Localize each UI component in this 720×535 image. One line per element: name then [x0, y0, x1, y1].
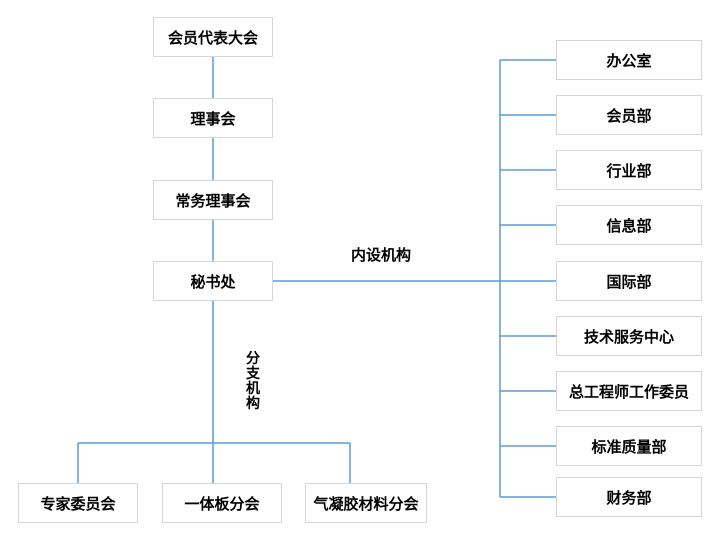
node-chief-engineer-committee: 总工程师工作委员 [556, 371, 702, 411]
node-finance-dept: 财务部 [556, 477, 702, 517]
node-industry-dept: 行业部 [556, 150, 702, 190]
node-international-dept: 国际部 [556, 261, 702, 301]
node-office: 办公室 [556, 40, 702, 80]
node-aerogel-branch: 气凝胶材料分会 [305, 483, 427, 523]
node-integrated-panel-branch: 一体板分会 [162, 483, 282, 523]
node-council: 理事会 [153, 98, 273, 138]
node-information-dept: 信息部 [556, 205, 702, 245]
node-standing-council: 常务理事会 [153, 180, 273, 220]
node-tech-service-center: 技术服务中心 [556, 316, 702, 356]
node-standards-quality-dept: 标准质量部 [556, 426, 702, 466]
node-expert-committee: 专家委员会 [18, 483, 138, 523]
label-internal-departments: 内设机构 [351, 247, 412, 264]
node-member-congress: 会员代表大会 [153, 17, 273, 57]
label-branch-organizations: 分支机构 [246, 350, 260, 411]
node-secretariat: 秘书处 [153, 261, 273, 301]
node-membership-dept: 会员部 [556, 95, 702, 135]
